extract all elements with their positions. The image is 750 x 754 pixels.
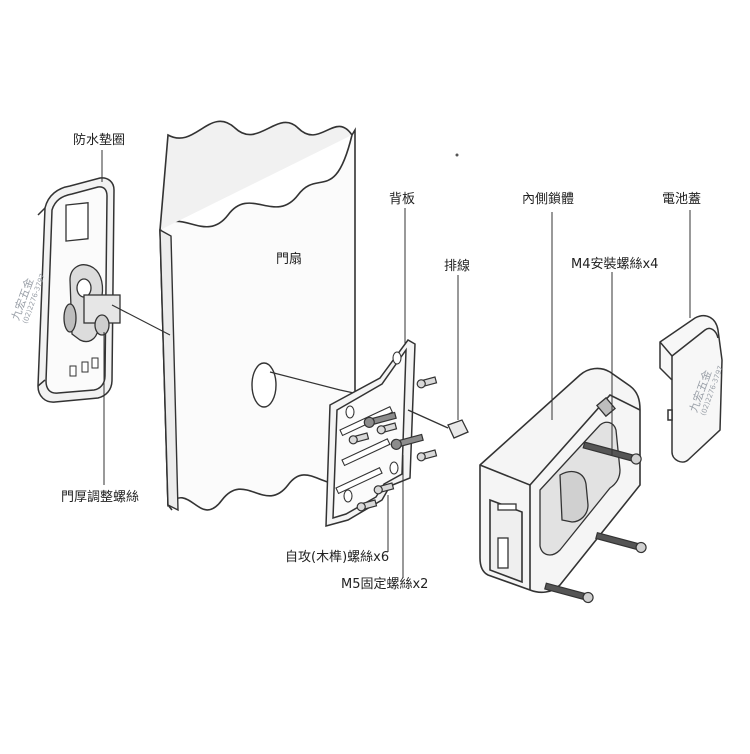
back-plate-slots [335,351,402,503]
door-hole [251,362,277,408]
label-thickness-screw: 門厚調整螺絲 [61,490,140,505]
label-waterproof-gasket: 防水墊圈 [73,133,126,148]
label-back-plate: 背板 [389,192,416,207]
tapping-screws [348,376,438,512]
label-cable: 排線 [444,259,471,274]
label-m4-screws: M4安裝螺絲x4 [571,257,659,272]
door-side-face [159,228,179,512]
battery-cover [659,314,723,463]
label-door-leaf: 門扇 [276,252,303,267]
gasket-window [65,202,89,242]
label-m5-screws: M5固定螺絲x2 [341,577,429,592]
speck [455,153,459,157]
gasket-small-holes [69,357,99,377]
m4-screws [544,441,647,604]
back-plate [325,339,416,527]
door-leaf [159,120,356,511]
cable-connector [407,409,469,439]
m5-screws [363,411,424,450]
label-battery-cover: 電池蓋 [662,192,702,207]
label-tapping-screws: 自攻(木榫)螺絲x6 [285,550,390,565]
inner-lock-face [497,396,621,569]
gasket-spindle-boss [63,264,121,343]
label-inner-lock-body: 內側鎖體 [522,192,575,207]
